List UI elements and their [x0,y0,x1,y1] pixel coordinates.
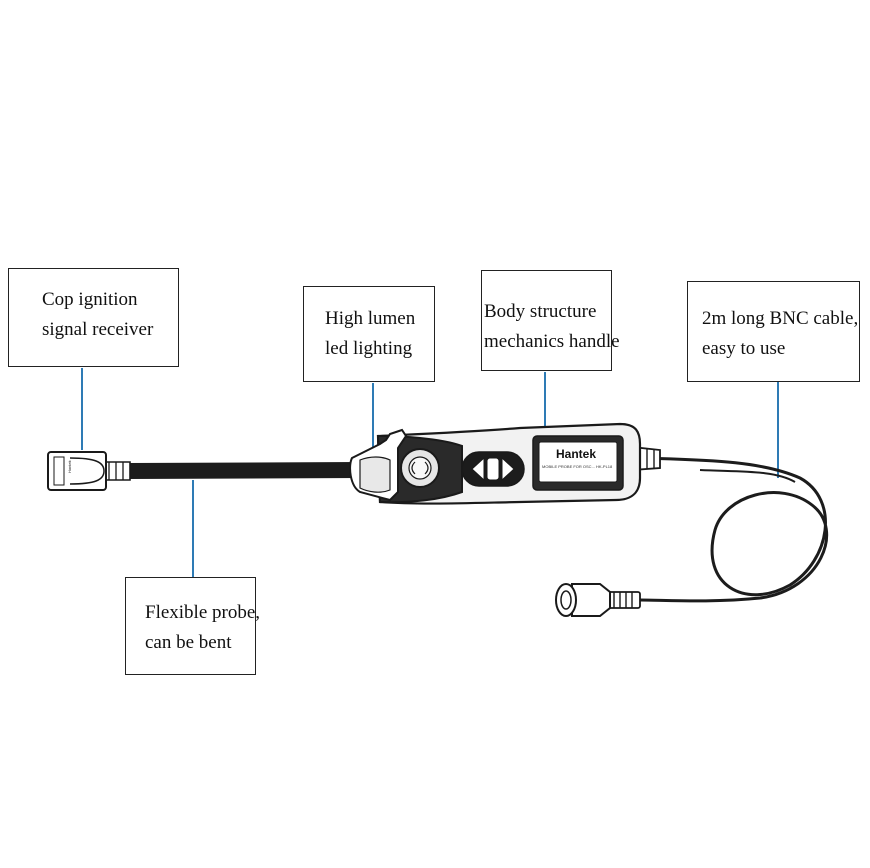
callout-text: Body structure [484,301,597,322]
callout-text: 2m long BNC cable, [702,308,859,329]
bnc-connector [555,583,641,617]
callout-led-lighting: High lumen led lighting [303,286,435,382]
handle-brand-text: Hantek [556,447,596,461]
callout-body-structure: Body structure mechanics handle [481,270,620,371]
cop-receiver-tip: Hantek [47,451,107,491]
callout-cop-ignition-receiver: Cop ignition signal receiver [8,268,179,367]
callout-text: led lighting [325,338,413,359]
probe-handle: Hantek MOBILE PROBE FOR OSC... HK-PL18 [349,422,642,505]
flexible-probe-shaft [101,461,360,481]
callout-bnc-cable: 2m long BNC cable, easy to use [687,281,860,382]
callout-flexible-probe: Flexible probe, can be bent [125,577,261,675]
callout-text: signal receiver [42,319,154,340]
callout-text: easy to use [702,338,786,359]
callout-text: can be bent [145,632,232,653]
callout-text: mechanics handle [484,331,620,352]
callout-text: Cop ignition [42,289,138,310]
svg-text:Hantek: Hantek [67,460,72,473]
callout-text: Flexible probe, [145,602,261,623]
handle-print-text: MOBILE PROBE FOR OSC... HK-PL18 [542,464,613,469]
bnc-cable [639,456,829,603]
callout-text: High lumen [325,308,416,329]
